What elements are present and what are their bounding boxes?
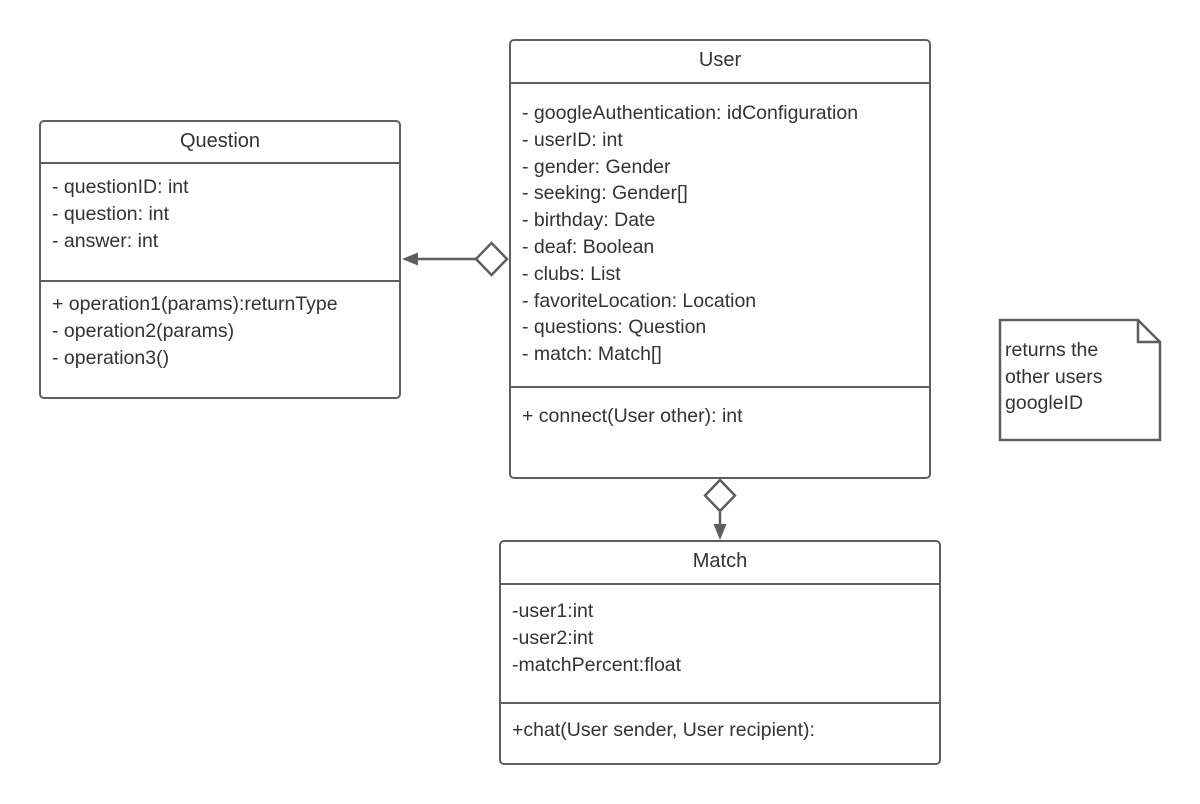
user-class-name: User bbox=[511, 41, 929, 84]
question-class[interactable]: Question - questionID: int - question: i… bbox=[39, 120, 401, 399]
attribute-line: - userID: int bbox=[522, 128, 623, 151]
user-match-aggregation-diamond bbox=[703, 478, 737, 513]
match-class-name: Match bbox=[501, 542, 939, 585]
attribute-line: - clubs: List bbox=[522, 262, 621, 285]
operation-line: - operation2(params) bbox=[52, 319, 235, 342]
user-question-aggregation-diamond bbox=[474, 241, 509, 277]
match-class[interactable]: Match -user1:int -user2:int -matchPercen… bbox=[499, 540, 941, 765]
user-match-aggregation[interactable] bbox=[703, 478, 737, 540]
attribute-line: - seeking: Gender[] bbox=[522, 182, 688, 205]
operation-line: + connect(User other): int bbox=[522, 405, 743, 427]
question-operations: + operation1(params):returnType - operat… bbox=[41, 282, 399, 371]
attribute-line: - answer: int bbox=[52, 229, 159, 252]
attribute-line: - birthday: Date bbox=[522, 209, 656, 232]
match-operations: +chat(User sender, User recipient): bbox=[501, 704, 939, 744]
user-operations: + connect(User other): int bbox=[511, 388, 929, 430]
attribute-line: - deaf: Boolean bbox=[522, 235, 655, 258]
note-text: returns the other users googleID bbox=[1005, 339, 1103, 414]
user-question-aggregation[interactable] bbox=[402, 241, 509, 277]
note-body bbox=[998, 318, 1162, 442]
operation-line: + operation1(params):returnType bbox=[52, 293, 338, 315]
note-folded-corner bbox=[1136, 320, 1160, 344]
attribute-line: - match: Match[] bbox=[522, 343, 662, 366]
attribute-line: - googleAuthentication: idConfiguration bbox=[522, 102, 859, 124]
attribute-line: -matchPercent:float bbox=[512, 653, 682, 676]
attribute-line: - favoriteLocation: Location bbox=[522, 289, 757, 312]
attribute-line: - questionID: int bbox=[52, 176, 189, 198]
user-attributes: - googleAuthentication: idConfiguration … bbox=[511, 84, 929, 388]
question-attributes: - questionID: int - question: int - answ… bbox=[41, 164, 399, 282]
note-shape[interactable] bbox=[998, 318, 1162, 442]
attribute-line: - question: int bbox=[52, 202, 170, 225]
question-class-name: Question bbox=[41, 122, 399, 164]
operation-line: - operation3() bbox=[52, 346, 170, 369]
user-match-arrowhead bbox=[713, 524, 727, 540]
user-question-arrowhead bbox=[402, 252, 418, 266]
attribute-line: - questions: Question bbox=[522, 316, 707, 339]
attribute-line: -user1:int bbox=[512, 600, 594, 622]
match-attributes: -user1:int -user2:int -matchPercent:floa… bbox=[501, 585, 939, 704]
operation-line: +chat(User sender, User recipient): bbox=[512, 719, 815, 741]
user-class[interactable]: User - googleAuthentication: idConfigura… bbox=[509, 39, 931, 479]
attribute-line: - gender: Gender bbox=[522, 155, 671, 178]
attribute-line: -user2:int bbox=[512, 626, 594, 649]
